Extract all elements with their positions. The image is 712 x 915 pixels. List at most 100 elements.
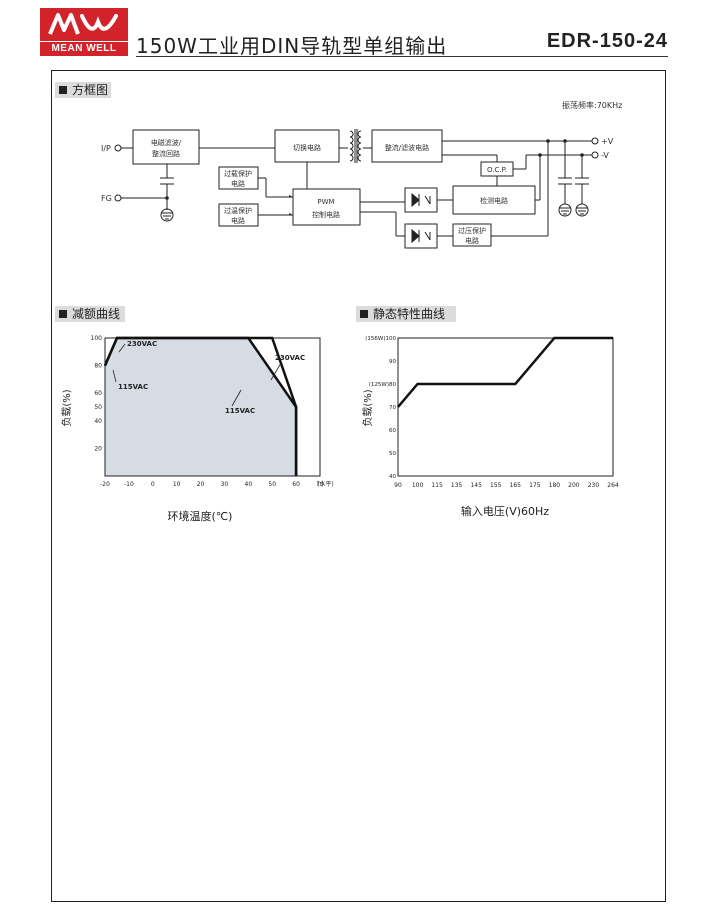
- static-x-tick: 230: [588, 482, 600, 489]
- annot-230vac-top: 230VAC: [127, 340, 157, 348]
- derating-x-tick: -20: [100, 481, 110, 488]
- annot-115vac-bottom: 115VAC: [225, 407, 255, 415]
- static-x-tick: 155: [490, 482, 502, 489]
- derating-y-tick: 60: [94, 390, 102, 397]
- static-x-tick: 180: [549, 482, 561, 489]
- emi-filter-line2: 整流回路: [152, 149, 180, 158]
- rectifier-box: [371, 129, 443, 163]
- vneg-terminal: [591, 151, 599, 159]
- static-x-tick: 100: [412, 482, 424, 489]
- static-y-tick: 70: [389, 405, 396, 411]
- ovp-line1: 过压保护: [458, 226, 486, 235]
- square-bullet-icon: [59, 310, 67, 318]
- photocoupler-icon: [411, 228, 431, 244]
- derating-x-tick: 0: [151, 481, 155, 488]
- annot-115vac-left: 115VAC: [118, 383, 148, 391]
- derating-x-tick: 20: [197, 481, 205, 488]
- emi-filter-line1: 电磁滤波/: [151, 138, 182, 147]
- ground-icon: [575, 203, 589, 217]
- content-frame: [51, 70, 666, 902]
- derating-y-tick: 20: [94, 445, 102, 452]
- static-x-tick: 135: [451, 482, 463, 489]
- transformer-icon: [349, 129, 362, 163]
- ip-terminal: [114, 144, 122, 152]
- logo-mark: [40, 8, 128, 41]
- derating-chart: -20 -10 0 10 20 30 40 50 60 70 20 40 50 60 80 100 230VA…: [60, 335, 334, 523]
- emi-filter-box: [132, 129, 200, 165]
- title-rule: [136, 56, 668, 57]
- block-diagram-heading: 方框图: [55, 82, 111, 98]
- photocoupler-icon: [411, 192, 431, 208]
- derating-x-tick: 60: [292, 481, 300, 488]
- derating-x-tick: 30: [221, 481, 229, 488]
- fg-terminal: [114, 194, 122, 202]
- otp-line2: 电路: [231, 216, 245, 225]
- derating-x-tick: 70: [316, 481, 324, 488]
- static-ylabel: 负载(%): [361, 389, 374, 426]
- square-bullet-icon: [360, 310, 368, 318]
- static-x-tick: 115: [431, 482, 443, 489]
- static-chart: 90 100 115 135 145 155 165 175 180 200 230 264 40 50 6…: [361, 336, 619, 518]
- pwm-box: [292, 188, 361, 226]
- static-plot-frame: [397, 337, 614, 477]
- logo-mw-icon: [48, 13, 118, 35]
- static-y-tick: 40: [389, 474, 396, 480]
- static-y-tick: 90: [389, 359, 396, 365]
- derating-x-tick: -10: [124, 481, 134, 488]
- detection-label: 检测电路: [480, 196, 508, 205]
- derating-y-tick: 80: [94, 363, 102, 370]
- derating-unit-note: (水平): [317, 480, 334, 488]
- static-x-tick: 264: [607, 482, 619, 489]
- photocoupler-1: [404, 187, 438, 213]
- static-x-tick: 175: [529, 482, 541, 489]
- static-x-tick: 200: [568, 482, 580, 489]
- static-y-tick: 50: [389, 451, 396, 457]
- photocoupler-2: [404, 223, 438, 249]
- derating-y-tick: 50: [94, 404, 102, 411]
- static-x-tick: 165: [510, 482, 522, 489]
- fg-label: FG: [101, 194, 112, 203]
- ovp-box: [452, 223, 492, 247]
- rectifier-label: 整流/滤波电路: [385, 143, 429, 152]
- static-y-tick: (156W)100: [365, 336, 396, 342]
- static-series-line: [397, 336, 613, 408]
- vneg-label: -V: [601, 151, 609, 160]
- switching-label: 切换电路: [293, 143, 321, 152]
- annot-230vac-right: 230VAC: [275, 354, 305, 362]
- derating-area: [105, 338, 297, 476]
- otp-line1: 过温保护: [224, 206, 252, 215]
- olp-line2: 电路: [231, 179, 245, 188]
- static-y-tick: (125W)80: [369, 382, 397, 388]
- ovp-line2: 电路: [465, 236, 479, 245]
- ground-icon: [160, 208, 174, 222]
- derating-xlabel: 环境温度(℃): [168, 509, 233, 523]
- derating-x-tick: 10: [173, 481, 181, 488]
- pwm-line1: PWM: [317, 198, 334, 206]
- freq-note: 振荡频率:70KHz: [562, 100, 622, 110]
- static-x-tick: 90: [394, 482, 402, 489]
- static-y-tick: 60: [389, 428, 396, 434]
- derating-heading: 减额曲线: [55, 306, 125, 322]
- meanwell-logo: MEAN WELL: [40, 8, 128, 56]
- static-x-tick: 145: [470, 482, 482, 489]
- derating-ylabel: 负载(%): [60, 389, 73, 426]
- static-heading: 静态特性曲线: [356, 306, 456, 322]
- logo-text: MEAN WELL: [40, 42, 128, 56]
- derating-series-115vac: [103, 336, 298, 476]
- olp-line1: 过载保护: [224, 169, 252, 178]
- square-bullet-icon: [59, 86, 67, 94]
- model-number: EDR-150-24: [546, 30, 668, 52]
- vpos-label: +V: [601, 137, 614, 146]
- derating-y-tick: 100: [91, 335, 103, 342]
- ocp-label: O.C.P.: [487, 166, 507, 174]
- static-xlabel: 输入电压(V)60Hz: [461, 504, 549, 518]
- document-title: 150W工业用DIN导轨型单组输出: [136, 34, 448, 58]
- derating-x-tick: 40: [245, 481, 253, 488]
- ground-icon: [558, 203, 572, 217]
- block-diagram: 振荡频率:70KHz I/P FG 电磁滤波/ 整流回路 切换电路 整流/滤波电…: [101, 100, 622, 249]
- derating-x-tick: 50: [268, 481, 276, 488]
- derating-y-tick: 40: [94, 418, 102, 425]
- pwm-line2: 控制电路: [312, 210, 340, 219]
- ip-label: I/P: [101, 144, 111, 153]
- vpos-terminal: [591, 137, 599, 145]
